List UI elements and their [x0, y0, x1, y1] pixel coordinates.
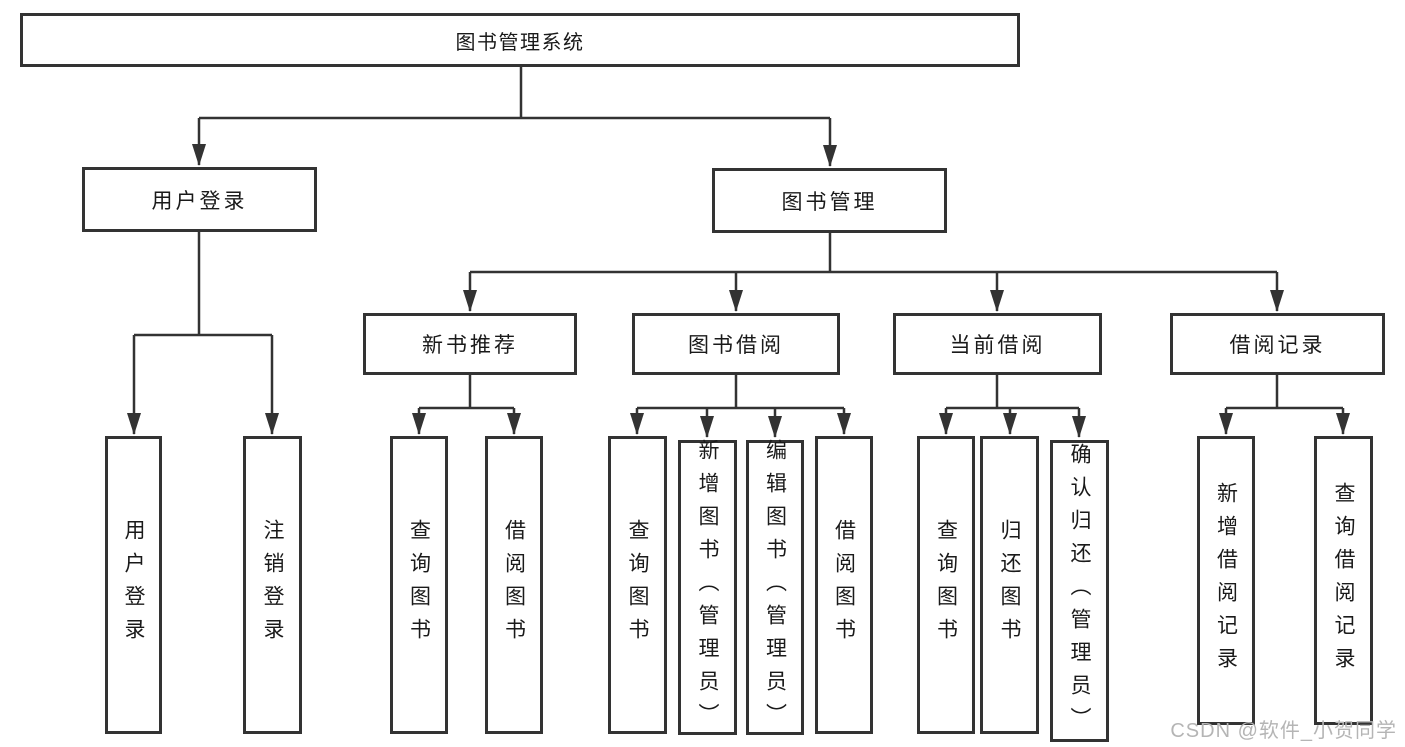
- leaf-add-books-admin: 新增图书（管理员）: [678, 439, 737, 736]
- node-label: 新书推荐: [422, 334, 518, 357]
- leaf-query-books-rec: 查询图书: [390, 436, 448, 734]
- leaf-return-books: 归还图书: [980, 436, 1039, 734]
- leaf-add-borrow-record: 新增借阅记录: [1197, 436, 1255, 725]
- node-borrowing-records: 借阅记录: [1170, 313, 1385, 375]
- leaf-edit-books-admin: 编辑图书（管理员）: [746, 439, 804, 736]
- node-label: 当前借阅: [949, 334, 1046, 357]
- leaf-user-login: 用户登录: [105, 436, 162, 734]
- node-label: 确认归还（管理员）: [1068, 442, 1091, 740]
- node-label: 借阅图书: [832, 519, 856, 651]
- node-label: 查询图书: [934, 519, 958, 651]
- node-label: 查询图书: [407, 519, 431, 651]
- csdn-watermark: CSDN @软件_小贺同学: [1170, 720, 1397, 742]
- leaf-query-books-current: 查询图书: [917, 436, 975, 734]
- node-library-management-system: 图书管理系统: [20, 13, 1020, 67]
- leaf-borrow-books-borrow: 借阅图书: [815, 436, 873, 734]
- leaf-confirm-return-admin: 确认归还（管理员）: [1050, 440, 1109, 742]
- node-book-management: 图书管理: [712, 168, 947, 233]
- leaf-query-books-borrow: 查询图书: [608, 436, 667, 734]
- node-book-borrowing: 图书借阅: [632, 313, 840, 375]
- node-label: 注销登录: [261, 519, 284, 651]
- node-label: 新增图书（管理员）: [696, 439, 719, 736]
- node-label: 图书管理系统: [455, 31, 585, 54]
- node-label: 借阅图书: [502, 519, 526, 651]
- node-label: 图书借阅: [688, 334, 784, 357]
- leaf-logout: 注销登录: [243, 436, 302, 734]
- node-label: 编辑图书（管理员）: [763, 439, 787, 736]
- node-current-borrowing: 当前借阅: [893, 313, 1102, 375]
- node-user-login: 用户登录: [82, 167, 317, 232]
- leaf-query-borrow-record: 查询借阅记录: [1314, 436, 1373, 725]
- node-label: 查询借阅记录: [1332, 481, 1355, 680]
- node-label: 新增借阅记录: [1214, 481, 1238, 680]
- node-label: 借阅记录: [1229, 334, 1326, 357]
- node-label: 用户登录: [151, 189, 248, 213]
- node-label: 查询图书: [626, 519, 649, 651]
- node-label: 用户登录: [122, 519, 145, 651]
- leaf-borrow-books-rec: 借阅图书: [485, 436, 543, 734]
- node-label: 图书管理: [781, 190, 878, 214]
- node-label: 归还图书: [998, 519, 1021, 651]
- node-new-book-recommendation: 新书推荐: [363, 313, 577, 375]
